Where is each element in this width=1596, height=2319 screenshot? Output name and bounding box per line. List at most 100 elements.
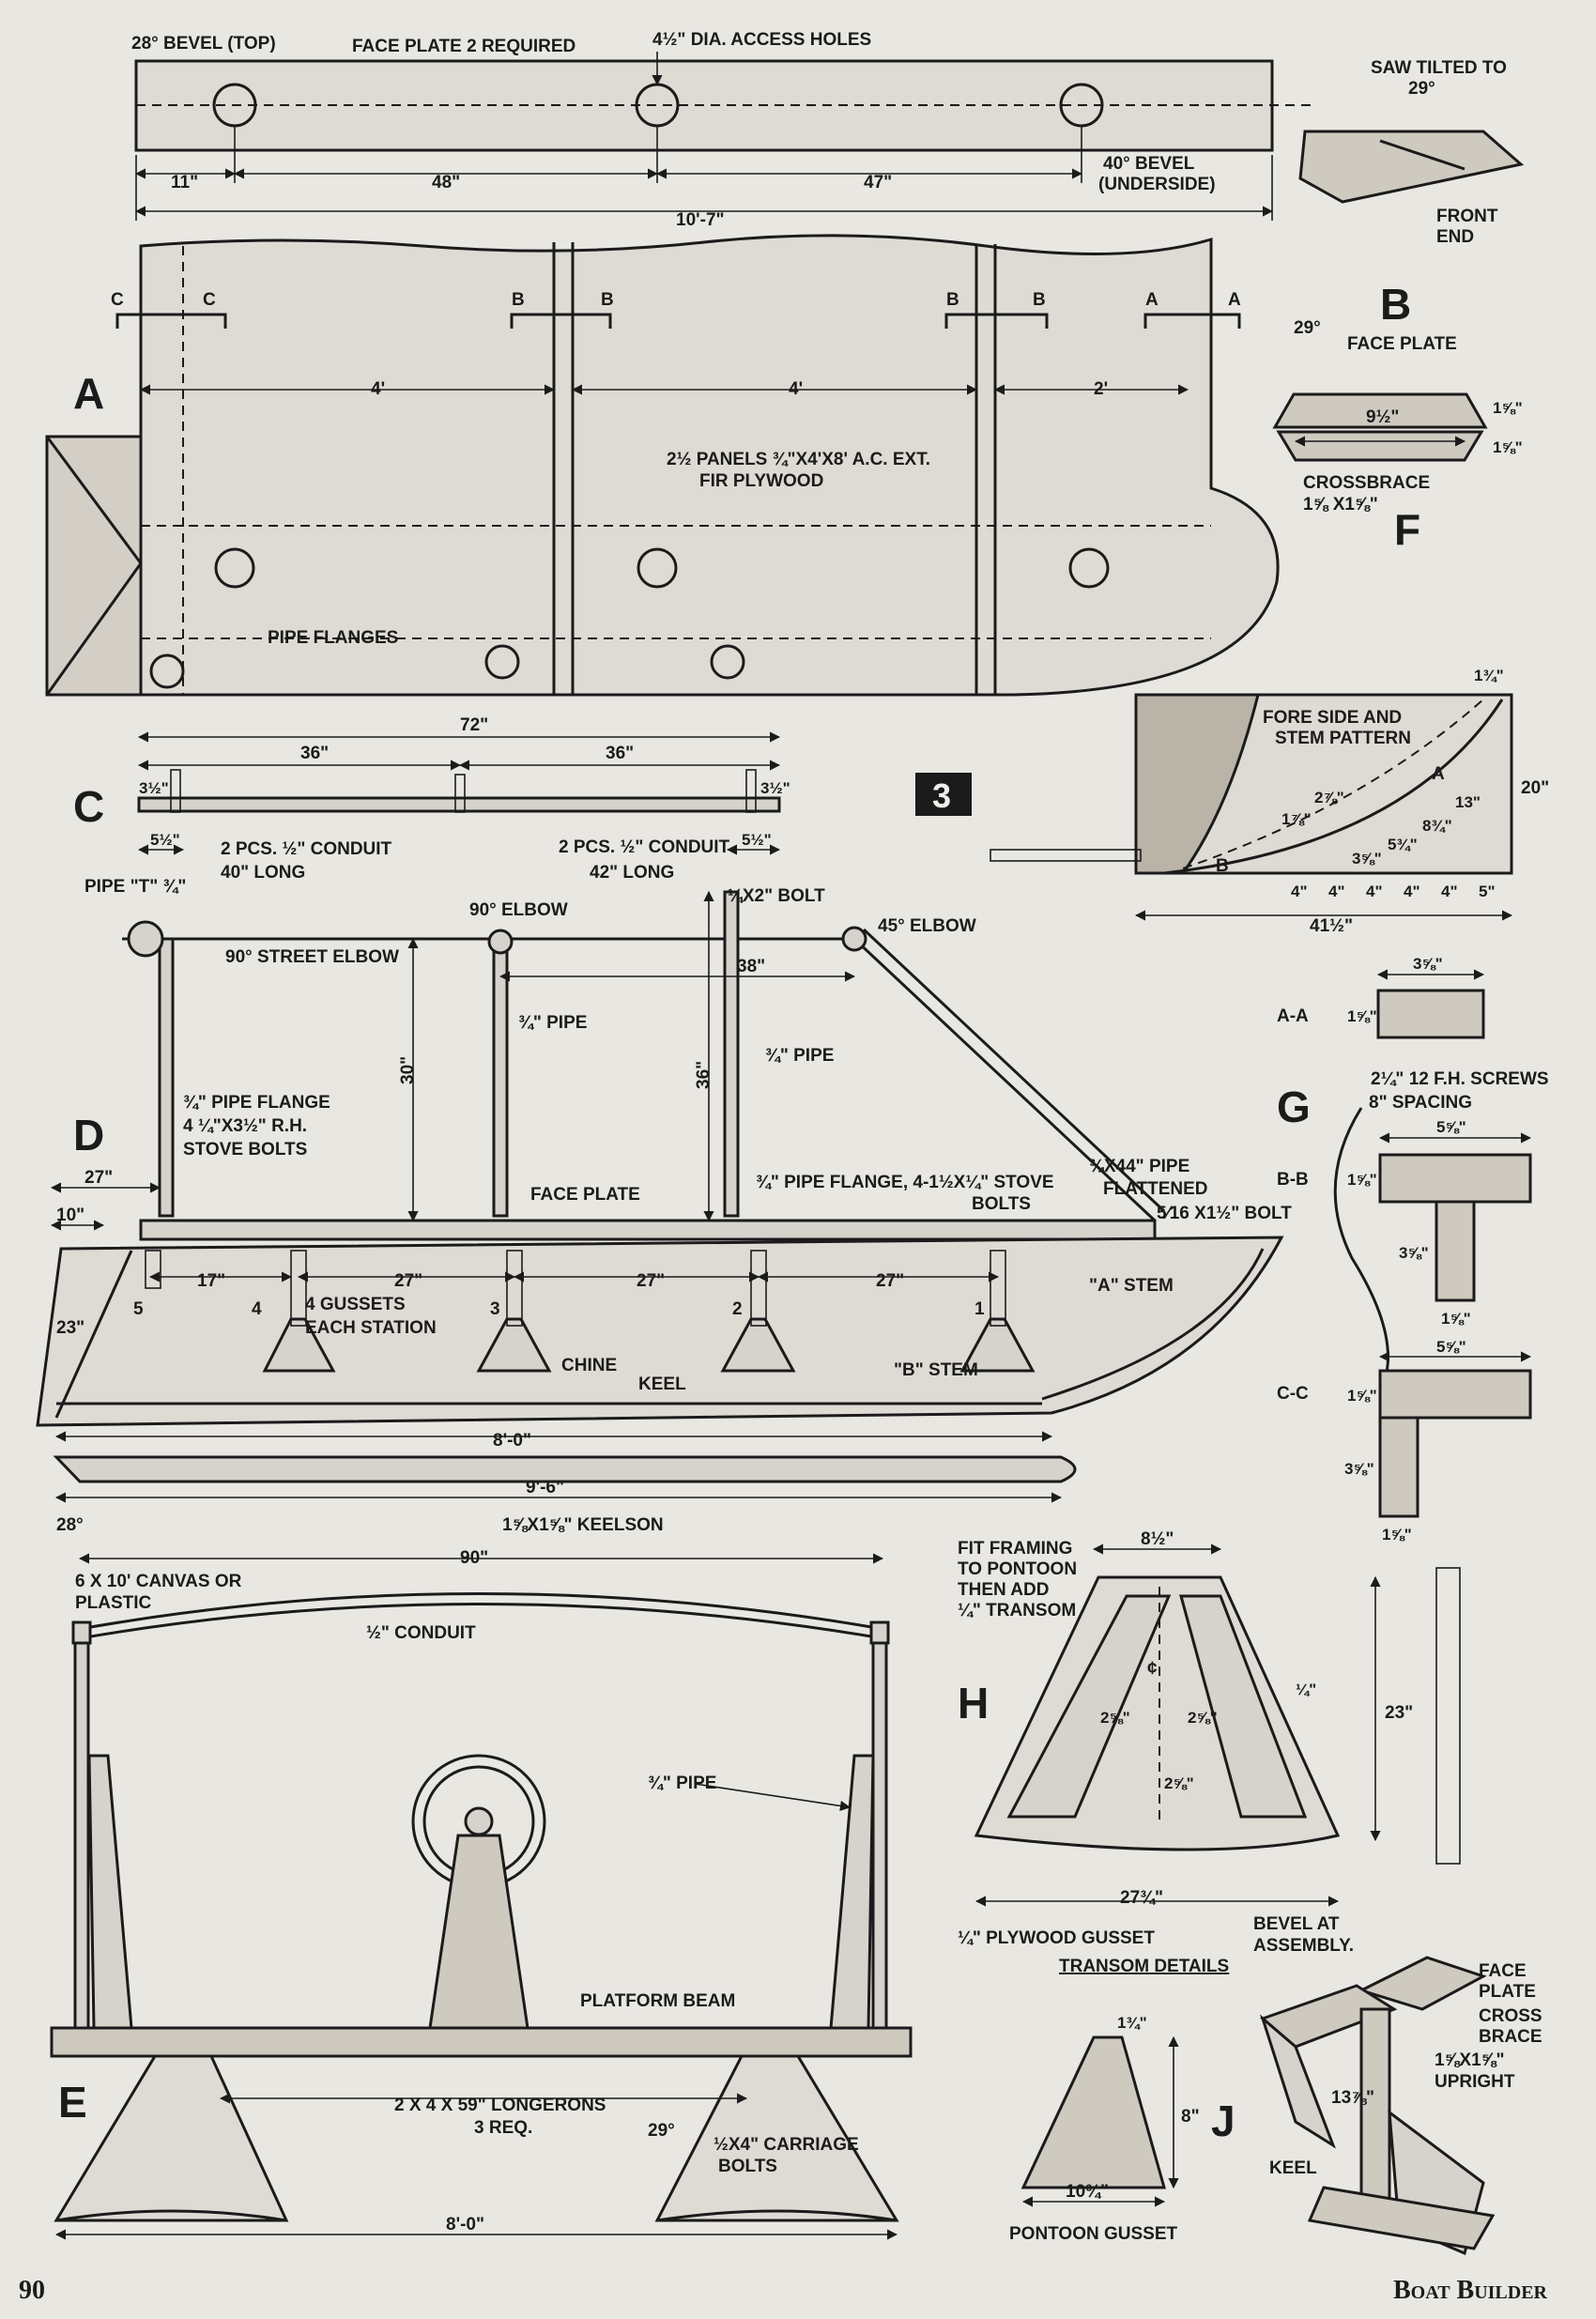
view-j-letter: J: [1211, 2096, 1235, 2145]
pipe-label: ¾" PIPE: [648, 1774, 716, 1793]
fit-note-2: TO PONTOON: [958, 1559, 1077, 1579]
screws-spacing: 8" SPACING: [1369, 1093, 1472, 1113]
face-plate-iso: FACE: [1479, 1961, 1527, 1981]
bevel-note: BEVEL AT: [1253, 1914, 1340, 1934]
cc-leg: 3⅝": [1344, 1460, 1374, 1478]
keelson-label: 1⅝X1⅝" KEELSON: [502, 1515, 664, 1535]
dim-48: 48": [432, 173, 460, 192]
transom-top: 8½": [1141, 1529, 1174, 1549]
front-end-label-2: END: [1436, 227, 1474, 247]
saw-cut-detail: [1298, 130, 1525, 204]
view-a-letter: A: [73, 369, 104, 418]
upright-size: 1⅝X1⅝": [1435, 2050, 1505, 2070]
gusset-height: 8": [1181, 2107, 1200, 2127]
front-end-label: FRONT: [1436, 207, 1498, 226]
station-4: 4: [252, 1299, 262, 1319]
transom-caption: TRANSOM DETAILS: [1059, 1957, 1229, 1976]
station-spacing: 4": [1404, 883, 1420, 900]
height-36: 36": [694, 1061, 714, 1089]
crossbrace-iso: CROSS: [1479, 2006, 1542, 2026]
section-a-a: [1376, 989, 1485, 1039]
gusset-bottom: 10¾": [1066, 2182, 1109, 2202]
crossbrace-thickness: 1⅝": [1493, 438, 1523, 456]
angle-29: 29°: [648, 2121, 675, 2141]
gusset-top: 1¾": [1117, 2014, 1147, 2032]
end-offset-2: 3½": [760, 779, 790, 797]
street-elbow-label: 90° STREET ELBOW: [225, 947, 399, 967]
width-90: 90": [460, 1548, 488, 1568]
ordinate: 8¾": [1422, 817, 1452, 835]
figure-number: 3: [932, 776, 951, 815]
pipe-t-fitting: [127, 920, 164, 958]
page-number: 90: [19, 2276, 45, 2305]
longerons-qty: 3 REQ.: [474, 2118, 532, 2138]
station-1: 1: [974, 1299, 985, 1319]
bb-leg: 3⅝": [1399, 1244, 1429, 1262]
elbow-90-label: 90° ELBOW: [469, 900, 568, 920]
ordinate: 3⅝": [1352, 850, 1382, 868]
fit-note-3: THEN ADD: [958, 1580, 1049, 1600]
dim-4ft-2: 4': [789, 379, 803, 399]
cc-height: 1⅝": [1347, 1387, 1377, 1405]
cc-base: 1⅝": [1382, 1526, 1412, 1543]
height-30: 30": [398, 1056, 418, 1084]
station-spacing: 4": [1366, 883, 1383, 900]
spacing-27: 27": [394, 1271, 422, 1291]
view-j-isometric: FACE PLATE CROSS BRACE 1⅝X1⅝" UPRIGHT 13…: [1211, 1956, 1542, 2256]
view-d-letter: D: [73, 1111, 104, 1160]
panels-material: FIR PLYWOOD: [699, 471, 823, 491]
pipe-offset-2: 5½": [742, 831, 772, 849]
ordinate: 13": [1455, 793, 1481, 811]
section-c-c: [1378, 1369, 1532, 1420]
flange-label-2b: BOLTS: [972, 1194, 1031, 1214]
end-offset: 3½": [139, 779, 169, 797]
view-h-letter: H: [958, 1679, 989, 1728]
upright: [1359, 2007, 1391, 2227]
station-spacing: 5": [1479, 883, 1496, 900]
face-plate-thickness: 1⅝": [1493, 399, 1523, 417]
view-a-pontoon: C C B B B B A A A 4' 4' 2' 2½ PANELS ¾"X…: [45, 234, 1280, 697]
pattern-length: 41½": [1310, 916, 1353, 936]
section-b-b: [1378, 1153, 1532, 1204]
magazine-name: Boat Builder: [1393, 2276, 1547, 2305]
view-f-letter: F: [1394, 505, 1420, 554]
conduit-label: ½" CONDUIT: [366, 1623, 476, 1643]
spacing-17: 17": [197, 1271, 225, 1291]
dim-total: 10'-7": [676, 210, 725, 230]
conduit-front-length: 42" LONG: [590, 863, 674, 883]
cut-a-left: A: [1145, 290, 1159, 310]
pipe-flange: [149, 653, 185, 689]
dim-23: 23": [56, 1318, 84, 1338]
upright-height: 13⅞": [1331, 2088, 1374, 2108]
aa-width: 3⅝": [1413, 955, 1443, 973]
stem-pattern-title-2: STEM PATTERN: [1275, 729, 1411, 748]
pipe-t-label: PIPE "T" ¾": [84, 877, 186, 897]
canvas-label: 6 X 10' CANVAS OR: [75, 1572, 242, 1591]
pipe-label-2: ¾" PIPE: [765, 1046, 834, 1066]
pipe-label: ¾" PIPE: [518, 1013, 587, 1033]
pipe-44-label: ¾X44" PIPE: [1089, 1157, 1189, 1176]
station-spacing: 4": [1441, 883, 1458, 900]
pipe-flange: [484, 644, 520, 680]
cc-width: 5⅝": [1436, 1338, 1466, 1356]
view-b-letter: B: [1380, 280, 1411, 329]
chine-label: CHINE: [561, 1356, 617, 1375]
dim-11: 11": [171, 173, 198, 192]
upright-label: UPRIGHT: [1435, 2072, 1515, 2092]
width-8ft: 8'-0": [446, 2215, 484, 2235]
bb-width: 5⅝": [1436, 1118, 1466, 1136]
view-e-end: E 6 X 10' CANVAS OR PLASTIC 90" ½" CONDU…: [50, 1548, 913, 2240]
span-38: 38": [737, 957, 765, 976]
frame-half: 36": [300, 744, 329, 763]
crossbrace-size: 1⅝ X1⅝": [1303, 495, 1378, 514]
top-bevel-label: 28° BEVEL (TOP): [131, 34, 276, 54]
aa-height: 1⅝": [1347, 1007, 1377, 1025]
station-2: 2: [732, 1299, 743, 1319]
conduit-rear: 2 PCS. ½" CONDUIT: [221, 839, 392, 859]
view-b-section: B 29° FACE PLATE 9½" 1⅝" 1⅝" CROSSBRACE …: [1272, 280, 1523, 554]
station-3: 3: [490, 1299, 500, 1319]
view-f-stem-pattern: FORE SIDE AND STEM PATTERN 1¾" 20" 1⅞" 2…: [990, 667, 1549, 936]
face-plate-iso-2: PLATE: [1479, 1982, 1536, 2002]
conduit-front: 2 PCS. ½" CONDUIT: [559, 837, 730, 857]
